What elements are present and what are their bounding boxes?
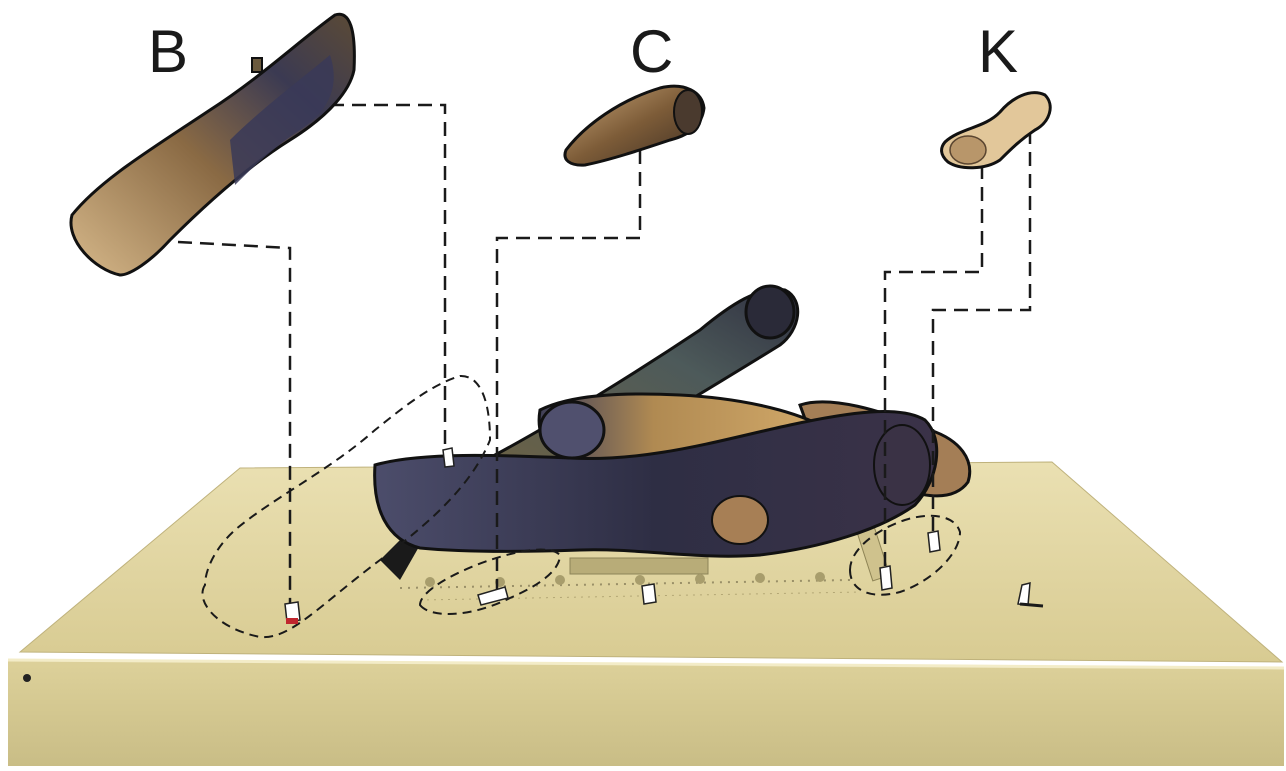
base-front-face	[8, 660, 1284, 766]
log-k-label: K	[978, 22, 1018, 82]
front-log-knot	[712, 496, 768, 544]
log-k-floating	[942, 93, 1051, 168]
middle-log-end	[540, 402, 604, 458]
log-b-label: B	[148, 22, 188, 82]
log-b-floating	[71, 14, 354, 275]
pin-b-front	[285, 602, 300, 624]
base-screw-hole	[23, 674, 31, 682]
log-c-end	[674, 90, 702, 134]
log-k-end	[950, 136, 986, 164]
log-c-label: C	[630, 22, 673, 82]
pin-k-right	[928, 531, 940, 552]
pin-k-left	[880, 566, 892, 590]
log-b-body	[71, 14, 354, 275]
log-c-floating	[565, 86, 704, 165]
pin-center	[642, 584, 656, 604]
front-log-end	[874, 425, 930, 505]
pin-b-rear	[443, 448, 454, 467]
leader-b-right	[330, 105, 445, 450]
burner-slot	[570, 558, 708, 574]
back-log-end	[746, 286, 794, 338]
assembled-log-stack	[375, 286, 970, 556]
log-b-stub	[252, 58, 262, 72]
